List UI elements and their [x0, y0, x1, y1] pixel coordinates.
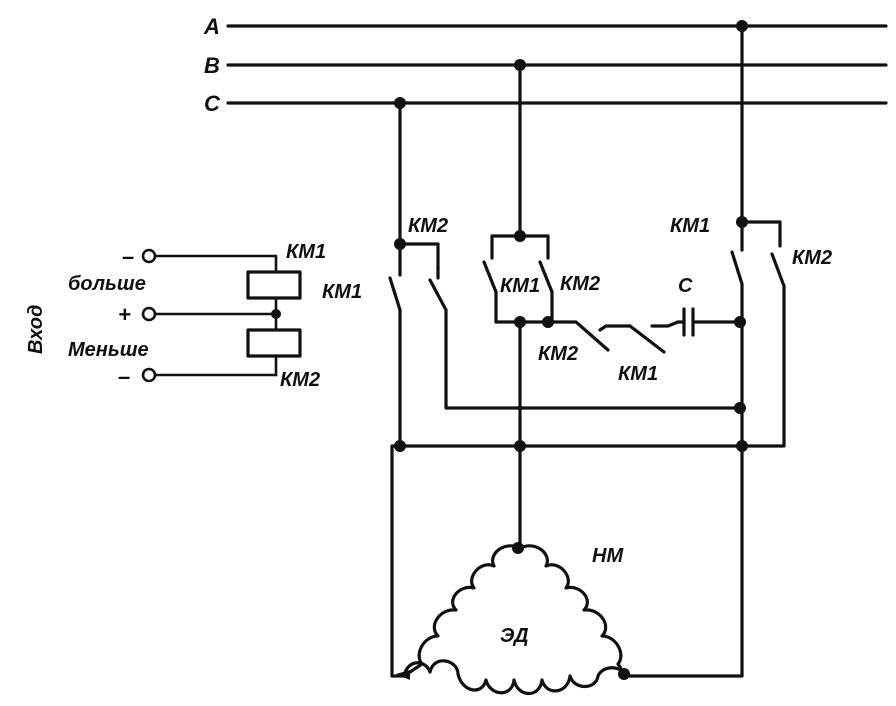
label-interlock-km2: КМ2 — [538, 343, 578, 365]
motor-winding — [402, 544, 628, 696]
motor-drive-label: НМ — [592, 545, 624, 567]
label-mid-km2: КМ2 — [560, 273, 600, 295]
minus-bottom-label: – — [118, 364, 130, 389]
label-mid-km1: КМ1 — [500, 275, 540, 297]
coil-km2 — [246, 328, 302, 358]
coil-km2-label: КМ2 — [280, 369, 320, 391]
input-less-label: Меньше — [68, 339, 149, 361]
plus-label: + — [118, 302, 131, 327]
label-interlock-km1: КМ1 — [618, 363, 658, 385]
terminal-plus[interactable] — [141, 306, 157, 322]
capacitor-label: С — [678, 275, 693, 297]
phase-a-branch — [398, 24, 786, 678]
terminal-minus-top[interactable] — [141, 248, 157, 264]
label-right-km2: КМ2 — [792, 247, 832, 269]
coil-km1 — [246, 270, 302, 300]
terminal-minus-bottom[interactable] — [141, 367, 157, 383]
interlock-branch — [550, 320, 684, 354]
label-right-km1: КМ1 — [670, 215, 710, 237]
input-more-label: больше — [68, 273, 146, 295]
bus-a-label: A — [203, 14, 220, 39]
motor-winding-label: ЭД — [500, 625, 529, 647]
label-left-km1: КМ1 — [322, 281, 362, 303]
arrow-mark — [396, 670, 410, 680]
coil-km1-label: КМ1 — [286, 241, 326, 263]
phase-b-branch — [482, 63, 554, 550]
bus-c-label: C — [204, 91, 221, 116]
input-title: Вход — [25, 305, 47, 354]
input-circuit — [151, 254, 302, 377]
bus-b-label: B — [204, 53, 220, 78]
junction-dots — [271, 20, 748, 680]
label-left-km2: КМ2 — [408, 215, 448, 237]
motor-leads — [390, 444, 744, 678]
capacitor — [682, 307, 742, 337]
minus-top-label: – — [122, 244, 134, 269]
